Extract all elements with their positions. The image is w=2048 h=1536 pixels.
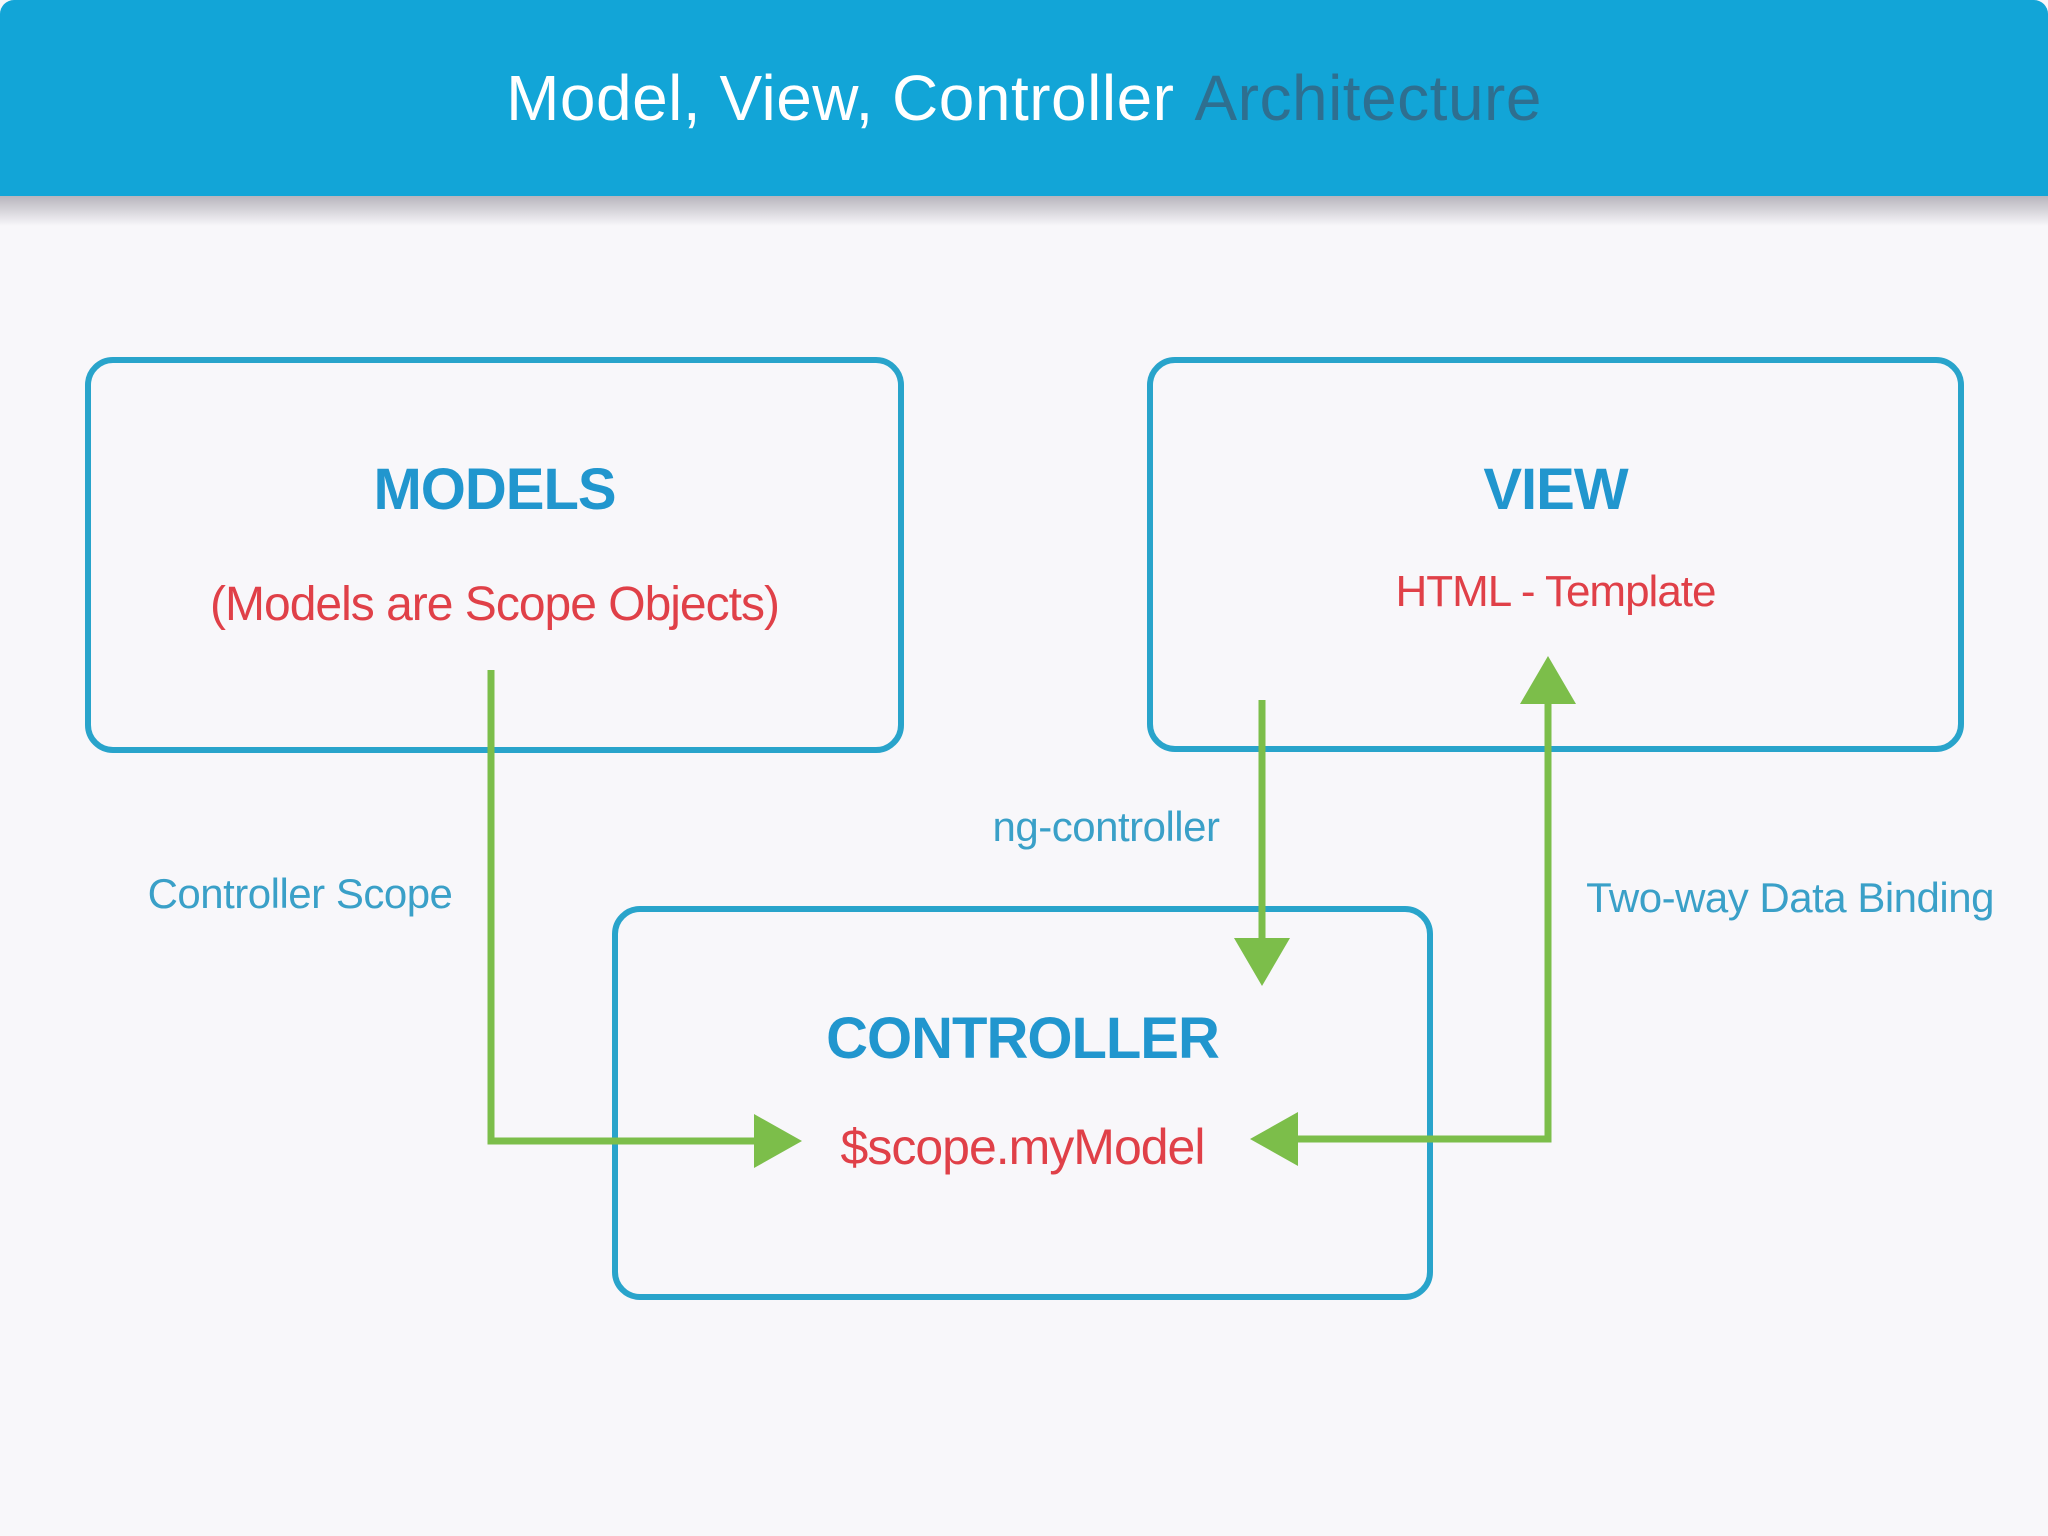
- slide-title-secondary: Architecture: [1194, 62, 1542, 134]
- models-title: MODELS: [373, 457, 616, 522]
- view-subtitle: HTML - Template: [1395, 567, 1717, 616]
- slide-title-primary: Model, View, Controller: [506, 62, 1175, 134]
- header-bar: Model, View, Controller Architecture: [0, 0, 2048, 196]
- controller-box: CONTROLLER $scope.myModel: [612, 906, 1433, 1300]
- controller-subtitle: $scope.myModel: [840, 1119, 1206, 1175]
- header-shadow: [0, 196, 2048, 226]
- models-box: MODELS (Models are Scope Objects): [85, 357, 904, 753]
- two-way-data-binding-label: Two-way Data Binding: [1586, 874, 1994, 921]
- ng-controller-label: ng-controller: [992, 803, 1220, 850]
- controller-scope-label: Controller Scope: [147, 870, 453, 917]
- view-box: VIEW HTML - Template: [1147, 357, 1964, 752]
- controller-title: CONTROLLER: [826, 1006, 1220, 1071]
- view-title: VIEW: [1483, 457, 1628, 522]
- models-subtitle: (Models are Scope Objects): [210, 578, 780, 631]
